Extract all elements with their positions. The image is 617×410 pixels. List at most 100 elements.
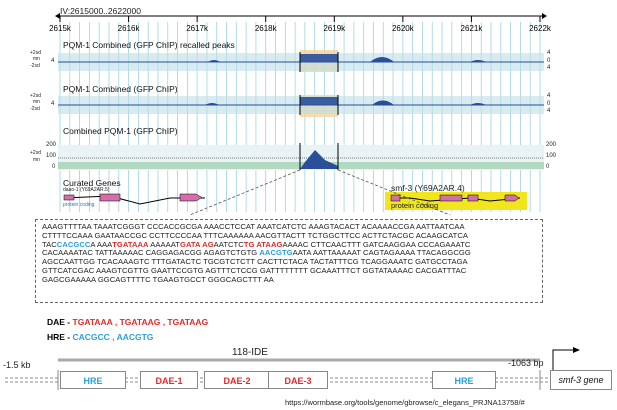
peak-3a bbox=[300, 150, 338, 169]
sequence-segment: AAAAAT bbox=[148, 239, 180, 249]
sequence-line: CTTTTCCAAA GAATAACCGC CCTTCCCCAA TTTCAAA… bbox=[42, 230, 536, 241]
ruler-ticks: 2615k 2616k 2617k 2618k 2619k 2620k 2621k 2622k bbox=[49, 16, 552, 33]
ruler-tick-label: 2621k bbox=[461, 24, 484, 33]
gene1-type: protein coding bbox=[63, 202, 95, 208]
sequence-line: CACAAAATAC TATTAAAAAC CAGGAGACGG AGAGTCT… bbox=[42, 248, 536, 258]
peak-2d bbox=[205, 103, 219, 105]
hre-label: HRE - bbox=[47, 332, 71, 342]
track-1-title: PQM-1 Combined (GFP ChIP) recalled peaks bbox=[63, 40, 235, 50]
track-2-right-mid: 0 bbox=[547, 101, 551, 107]
sequence-segment: TAC bbox=[42, 239, 57, 249]
track-3-right-0: 0 bbox=[546, 164, 550, 170]
ruler-left-arrow bbox=[55, 13, 60, 19]
track-2-right-bottom: 4 bbox=[547, 108, 551, 114]
legend-dae: DAE - TGATAAA , TGATAAG , TGATAAG bbox=[47, 317, 208, 327]
sequence-line: AAAGTTTTAA TAAATCGGGT CCCACCGCGA AAACCTC… bbox=[42, 222, 536, 232]
sequence-segment: GTTCATCGAC AAAGTCGTTG GAATTCCGTG AGTTTCT… bbox=[42, 265, 467, 275]
ruler-tick-label: 2619k bbox=[323, 24, 346, 33]
track-2-axis-mn: mn bbox=[33, 99, 40, 105]
sequence-segment: A AAA bbox=[90, 239, 113, 249]
track-1-axis-plus2sd: +2sd bbox=[30, 50, 41, 56]
track-1-right-top: 4 bbox=[547, 50, 551, 56]
track-2-axis-plus2sd: +2sd bbox=[30, 93, 41, 99]
sequence-line: TACCACGCCA AAATGATAAA AAAAATGATA AGAATCT… bbox=[42, 239, 536, 250]
track-1-axis-minus2sd: -2sd bbox=[30, 63, 40, 69]
ruler-tick-label: 2616k bbox=[118, 24, 141, 33]
track-3-left-200: 200 bbox=[46, 142, 57, 148]
peak-1c bbox=[470, 60, 486, 62]
sequence-segment: AAAGTTTTAA TAAATCGGGT CCCACCGCGA AAACCTC… bbox=[42, 222, 465, 231]
sequence-segment: CTTTTCCAAA GAATAACCGC CCTTCCCCAA TTTCAAA… bbox=[42, 230, 468, 240]
peak-2b bbox=[372, 100, 394, 105]
track-2-right-top: 4 bbox=[547, 93, 551, 99]
left-position: -1.5 kb bbox=[3, 360, 31, 370]
track-1-right-bottom: 4 bbox=[547, 65, 551, 71]
zoom-line-left bbox=[188, 169, 301, 215]
track-1-band bbox=[58, 52, 544, 72]
source-url: https://wormbase.org/tools/genome/gbrows… bbox=[285, 398, 525, 407]
gene2-type: protein coding bbox=[391, 201, 439, 210]
track-2-left-value: 4 bbox=[51, 101, 55, 107]
hre-box-1: HRE bbox=[60, 371, 126, 389]
gene1-name: daao-1 (Y69A2AR.5) bbox=[63, 187, 110, 193]
dae-motif: GATA AG bbox=[180, 239, 214, 249]
right-position: -1063 bp bbox=[508, 358, 544, 368]
dae-3-box: DAE-3 bbox=[268, 371, 328, 389]
sequence-box: AAAGTTTTAA TAAATCGGGT CCCACCGCGA AAACCTC… bbox=[35, 219, 543, 303]
ide-label: 118-IDE bbox=[232, 347, 268, 358]
track-1-axis-mn: mn bbox=[33, 56, 40, 62]
ruler-tick-label: 2620k bbox=[392, 24, 415, 33]
dae-motifs: TGATAAA , TGATAAG , TGATAAG bbox=[72, 317, 209, 327]
ruler-tick-label: 2622k bbox=[529, 24, 552, 33]
tss-arrow bbox=[552, 349, 575, 370]
browser-graphics: 2615k 2616k 2617k 2618k 2619k 2620k 2621k 2622k bbox=[49, 13, 552, 215]
track-3-band bbox=[58, 143, 544, 170]
dae-1-box: DAE-1 bbox=[140, 371, 198, 389]
sequence-segment: AAAAC CTTCAACTTT GATCAAGGAA CCCAGAAATC bbox=[282, 239, 471, 249]
hre-motif: CACGCC bbox=[56, 239, 91, 249]
peak-1d bbox=[208, 60, 220, 62]
track-2-band bbox=[58, 95, 544, 115]
hre-motifs: CACGCC , AACGTG bbox=[72, 332, 154, 342]
genes-track-title: Curated Genes bbox=[63, 178, 121, 188]
smf3-gene-box: smf-3 gene bbox=[550, 370, 612, 390]
track-1-right-mid: 0 bbox=[547, 58, 551, 64]
sequence-line: GTTCATCGAC AAAGTCGTTG GAATTCCGTG AGTTTCT… bbox=[42, 265, 536, 276]
ruler-tick-label: 2618k bbox=[255, 24, 278, 33]
peak-2c bbox=[470, 103, 486, 105]
hre-motif: AACGTG bbox=[259, 248, 293, 258]
track-3-axis-plus2sd: +2sd bbox=[30, 150, 41, 156]
region-label: IV:2615000..2622000 bbox=[60, 6, 141, 16]
sequence-segment: CACAAAATAC TATTAAAAAC CAGGAGACGG AGAGTCT… bbox=[42, 248, 260, 258]
peak-1b bbox=[370, 57, 394, 62]
track-3-left-0: 0 bbox=[52, 164, 56, 170]
dae-motif: TG ATAAG bbox=[243, 239, 283, 249]
sequence-segment: GAGCGAAAAA GGCAGTTTTC TGAAGTGCCT GGGCAGC… bbox=[42, 274, 274, 284]
sequence-line: AGCCAATTGG TCACAAAGTC TTTGATACTC TGCGTCT… bbox=[42, 257, 536, 267]
ruler-tick-label: 2617k bbox=[186, 24, 209, 33]
track-1-left-value: 4 bbox=[51, 58, 55, 64]
dae-motif: TGATAAA bbox=[112, 239, 149, 249]
dae-label: DAE - bbox=[47, 317, 71, 327]
track-3-left-100: 100 bbox=[46, 153, 57, 159]
gene-track bbox=[63, 192, 527, 210]
schematic-graphics bbox=[5, 347, 580, 390]
sequence-segment: AGCCAATTGG TCACAAAGTC TTTGATACTC TGCGTCT… bbox=[42, 257, 468, 267]
track-3-right-200: 200 bbox=[546, 142, 557, 148]
track-3-title: Combined PQM-1 (GFP ChIP) bbox=[63, 126, 178, 136]
track-3-right-100: 100 bbox=[546, 153, 557, 159]
peak-2a bbox=[300, 97, 338, 105]
ruler-tick-label: 2615k bbox=[49, 24, 72, 33]
dae-2-box: DAE-2 bbox=[204, 371, 270, 389]
sequence-line: GAGCGAAAAA GGCAGTTTTC TGAAGTGCCT GGGCAGC… bbox=[42, 274, 536, 285]
zoom-line-right bbox=[337, 169, 452, 215]
gene2-name: smf-3 (Y69A2AR.4) bbox=[391, 183, 465, 193]
track-3-axis-mn: mn bbox=[33, 157, 40, 163]
ruler-right-arrow bbox=[542, 13, 547, 19]
hre-box-2: HRE bbox=[432, 371, 496, 389]
track-2-title: PQM-1 Combined (GFP ChIP) bbox=[63, 84, 178, 94]
smf3-gene-label: smf-3 gene bbox=[558, 375, 604, 385]
sequence-segment: AATCTC bbox=[213, 239, 244, 249]
legend-hre: HRE - CACGCC , AACGTG bbox=[47, 332, 153, 342]
track-2-axis-minus2sd: -2sd bbox=[30, 106, 40, 112]
